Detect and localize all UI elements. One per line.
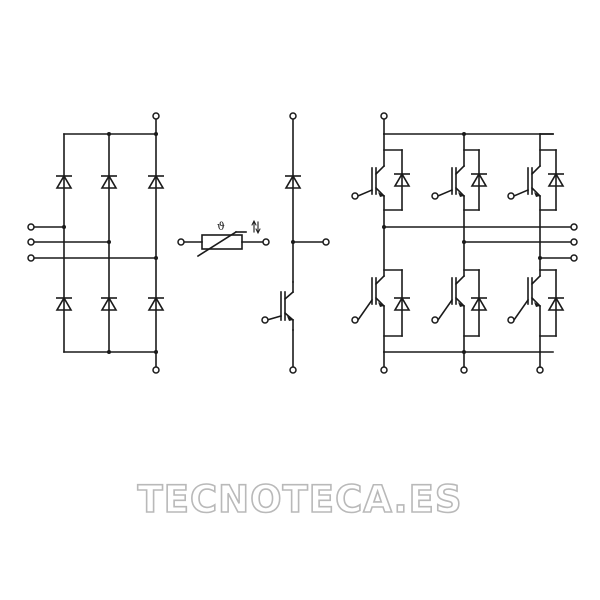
chopper-output-terminal [322, 238, 330, 246]
rectifier-ac-terminal-1 [27, 223, 35, 231]
thermistor-terminal-right [262, 238, 270, 246]
inverter-dc-plus-terminal [380, 112, 388, 120]
inverter-phase-v-terminal [570, 238, 578, 246]
chopper-top-terminal [289, 112, 297, 120]
rectifier-dc-minus-terminal [152, 366, 160, 374]
chopper-gate-terminal [261, 316, 269, 324]
rectifier-bridge [27, 112, 165, 374]
thermistor-symbol: ϑ [217, 220, 225, 233]
inverter-dc-minus-terminal [380, 366, 388, 374]
inverter-gate-terminal-v-low [431, 316, 439, 324]
rectifier-dc-plus-terminal [152, 112, 160, 120]
inverter-emitter-terminal-w [536, 366, 544, 374]
igbt-inverter [351, 112, 578, 374]
ntc-thermistor: ϑ [177, 219, 270, 258]
chopper-bottom-terminal [289, 366, 297, 374]
thermistor-terminal-left [177, 238, 185, 246]
rectifier-ac-terminal-2 [27, 238, 35, 246]
inverter-gate-terminal-u-high [351, 192, 359, 200]
inverter-gate-terminal-v-high [431, 192, 439, 200]
brake-chopper [261, 112, 330, 374]
inverter-gate-terminal-u-low [351, 316, 359, 324]
rectifier-ac-terminal-3 [27, 254, 35, 262]
inverter-phase-w-terminal [570, 254, 578, 262]
inverter-emitter-terminal-u [460, 366, 468, 374]
inverter-gate-terminal-w-high [507, 192, 515, 200]
inverter-phase-u-terminal [570, 223, 578, 231]
watermark-text: TECNOTECA.ES [137, 477, 463, 522]
inverter-gate-terminal-w-low [507, 316, 515, 324]
